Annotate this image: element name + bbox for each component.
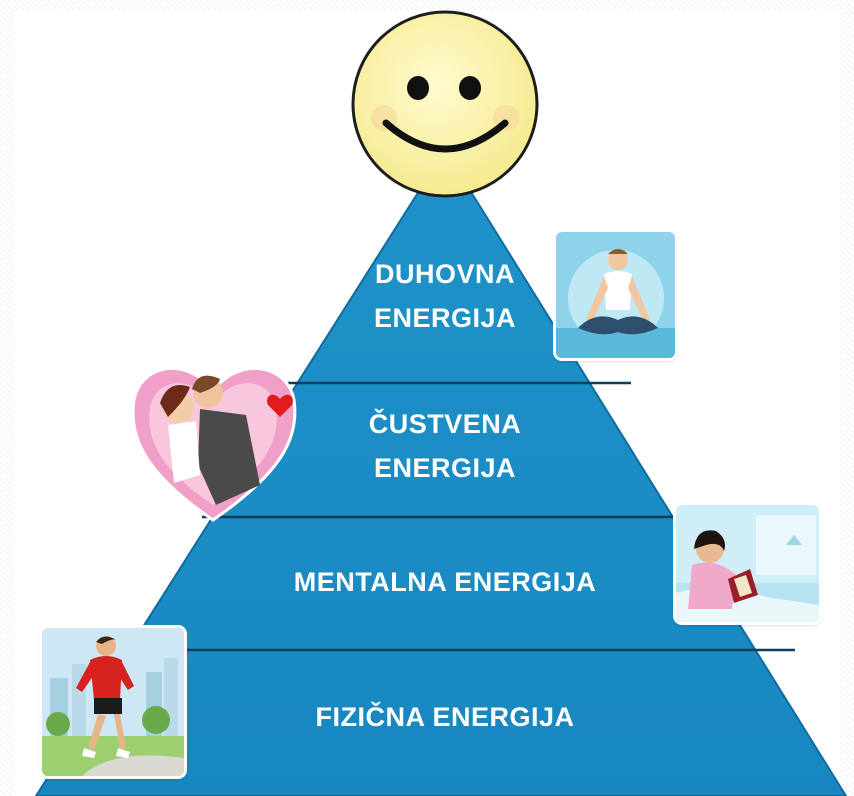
- spiritual-line-2: ENERGIJA: [373, 303, 517, 333]
- woman-reading-icon: [676, 505, 819, 622]
- smiley-face-icon: [351, 10, 539, 198]
- mental-line-1: MENTALNA ENERGIJA: [293, 567, 597, 597]
- spiritual-line-1: DUHOVNA: [374, 259, 515, 289]
- emotional-line-2: ENERGIJA: [373, 453, 517, 483]
- hugging-couple-heart-icon: [131, 366, 297, 522]
- jogging-man-icon: [42, 628, 184, 776]
- level-label-physical: FIZIČNA ENERGIJA: [250, 695, 640, 739]
- physical-line-1: FIZIČNA ENERGIJA: [315, 702, 575, 732]
- meditating-man-icon: [556, 232, 675, 358]
- level-label-spiritual: DUHOVNA ENERGIJA: [330, 252, 560, 340]
- emotional-line-1: ČUSTVENA: [368, 409, 522, 439]
- level-label-emotional: ČUSTVENA ENERGIJA: [320, 402, 570, 490]
- level-label-mental: MENTALNA ENERGIJA: [220, 560, 670, 604]
